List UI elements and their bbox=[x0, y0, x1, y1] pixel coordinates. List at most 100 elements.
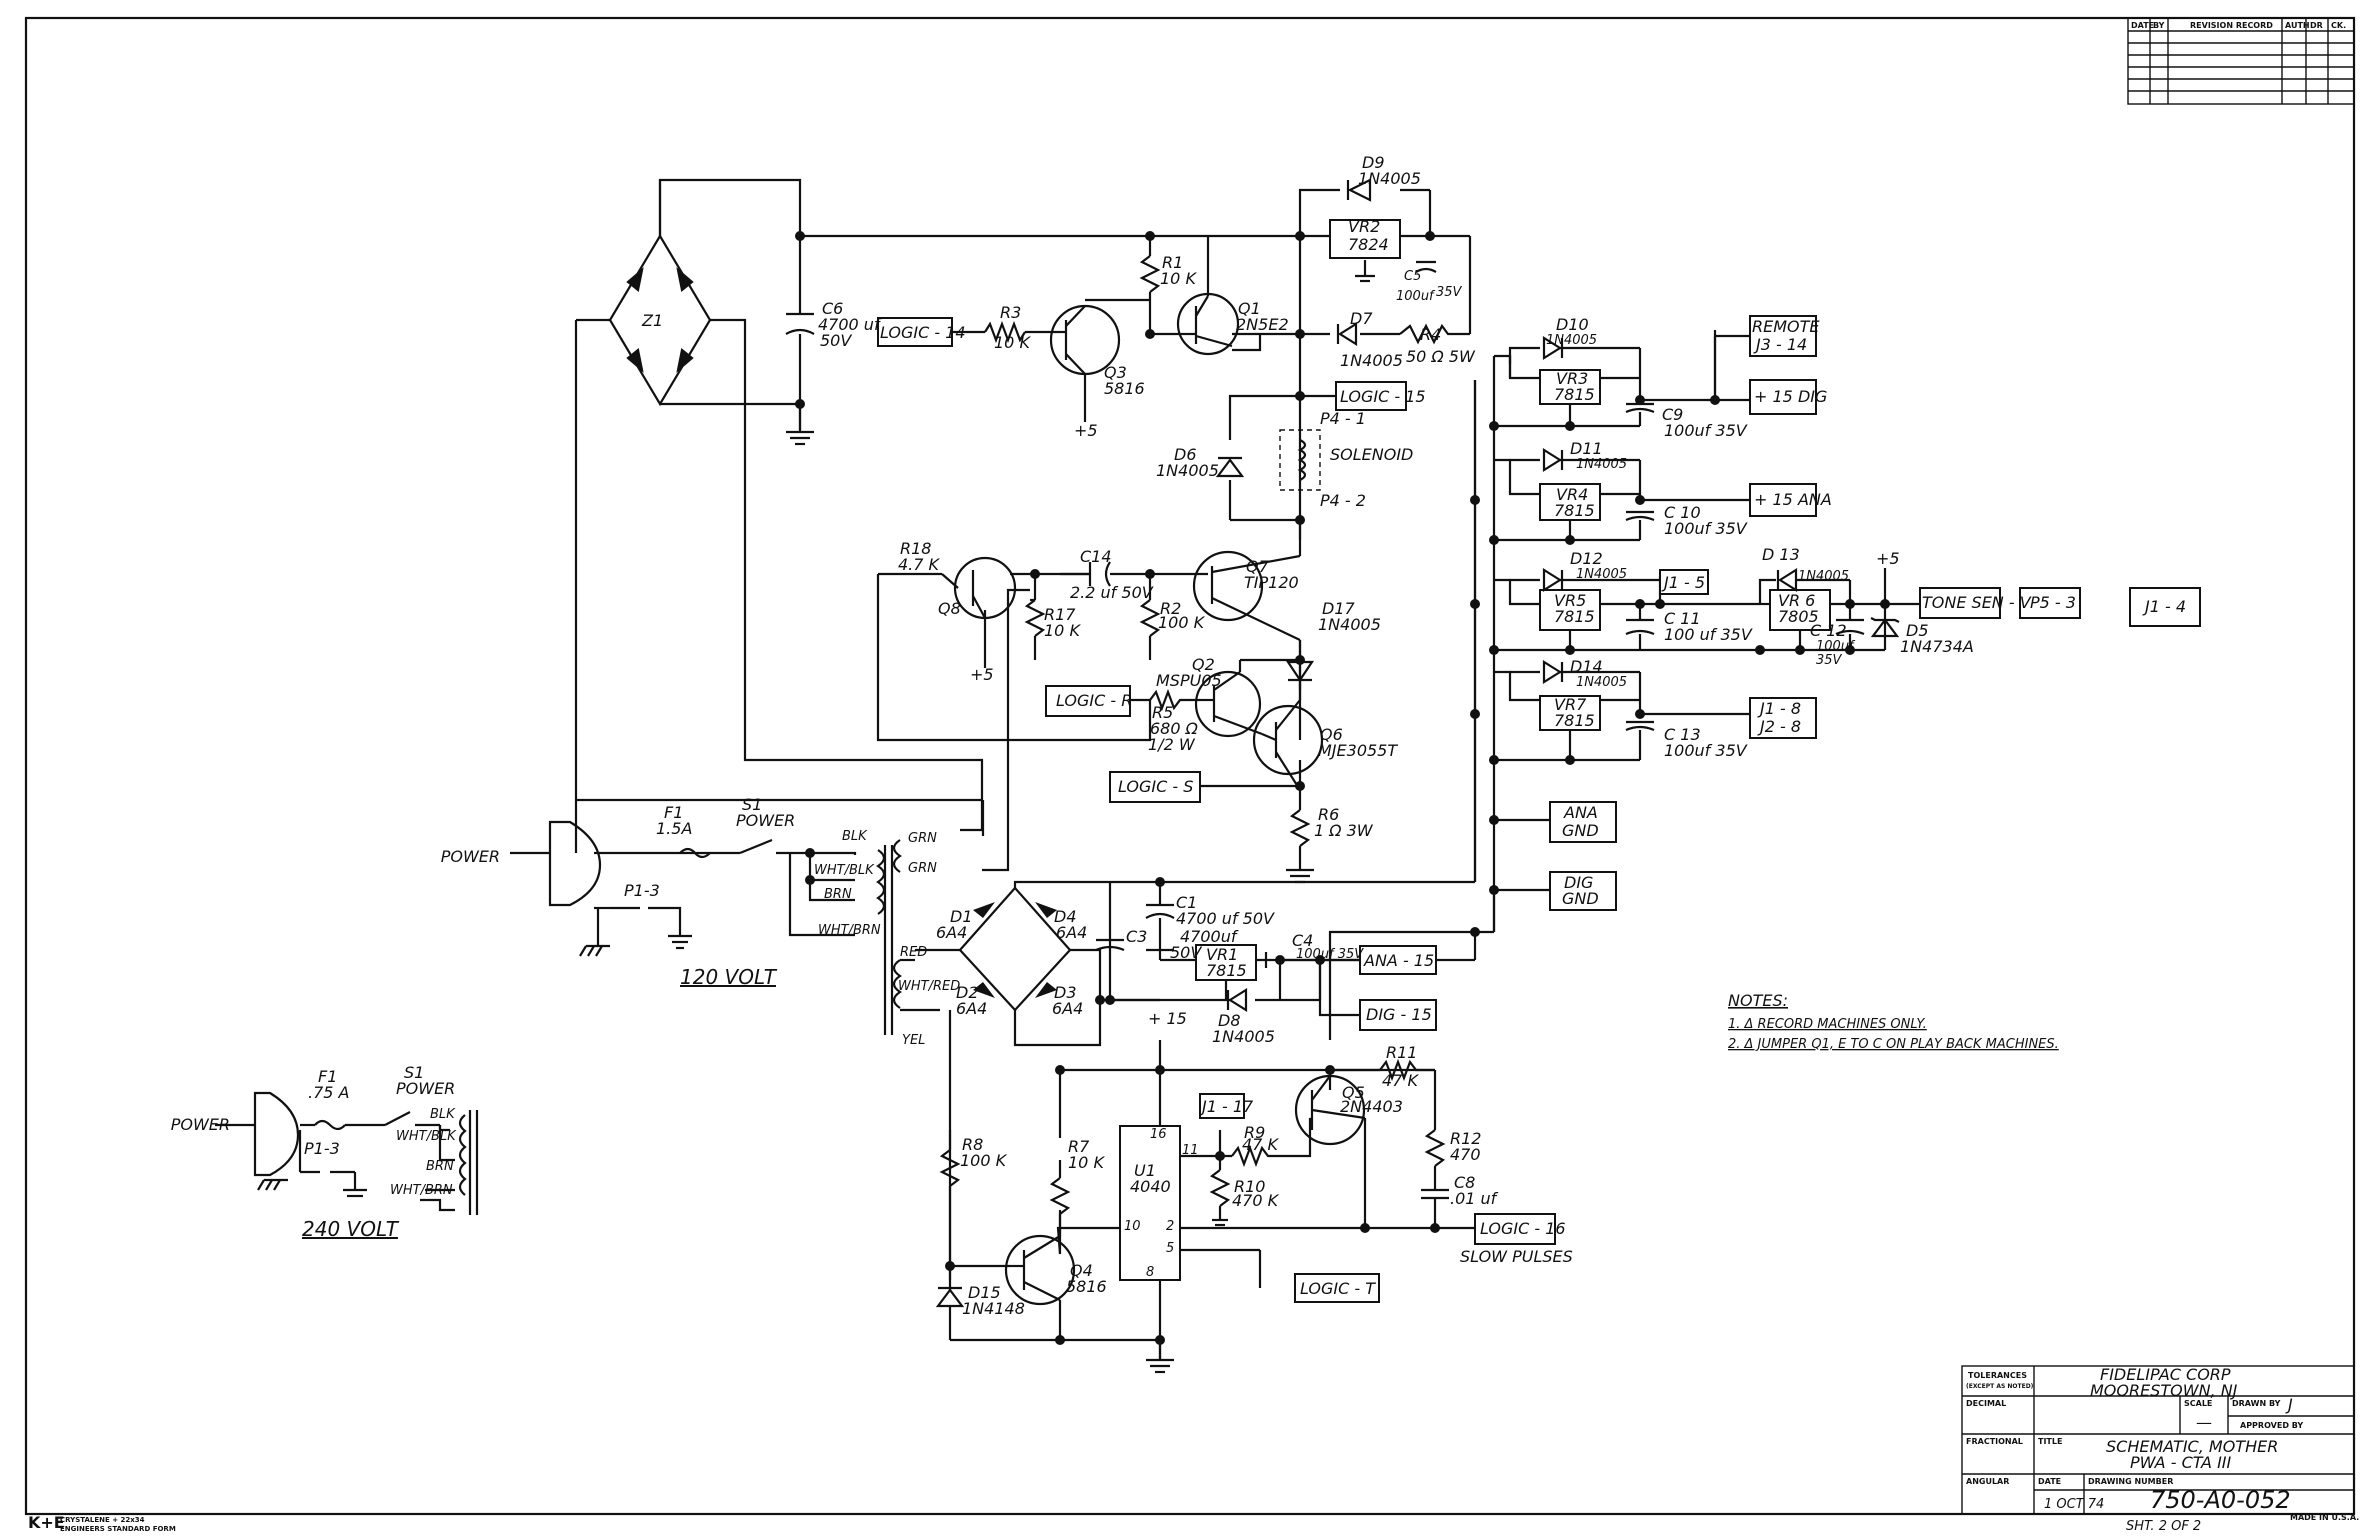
p4-2-label: P4 - 2 bbox=[1320, 491, 1366, 510]
drawn-by-label: DRAWN BY bbox=[2232, 1399, 2281, 1408]
tone-label: TONE SEN - V bbox=[1922, 593, 2032, 612]
s1-240-name: POWER bbox=[396, 1079, 455, 1098]
u1-pin5: 5 bbox=[1166, 1241, 1174, 1256]
vr6-value: 7805 bbox=[1778, 607, 1819, 626]
plug-240 bbox=[253, 1091, 300, 1177]
c1-label: C1 bbox=[1176, 893, 1197, 912]
approved-label: APPROVED BY bbox=[2240, 1421, 2303, 1430]
tolerances-label: TOLERANCES bbox=[1968, 1371, 2027, 1380]
d10-label: D10 bbox=[1556, 315, 1589, 334]
r3-label: R3 bbox=[1000, 303, 1021, 322]
q8-label: Q8 bbox=[938, 599, 961, 618]
plug-120 bbox=[548, 820, 602, 907]
j3-14-label: J3 - 14 bbox=[1753, 335, 1807, 354]
vr1-label: VR1 bbox=[1206, 945, 1238, 964]
c3-label: C3 bbox=[1126, 927, 1147, 946]
r5-label: R5 bbox=[1152, 703, 1173, 722]
d6-diode bbox=[1215, 458, 1245, 478]
d15-label: D15 bbox=[968, 1283, 1001, 1302]
vr3-label: VR3 bbox=[1556, 369, 1588, 388]
c9-value: 100uf 35V bbox=[1664, 421, 1748, 440]
r1-label: R1 bbox=[1162, 253, 1183, 272]
vr2-label: VR2 bbox=[1348, 217, 1380, 236]
company-city: MOORESTOWN, NJ bbox=[2090, 1381, 2238, 1400]
p5-3-label: P5 - 3 bbox=[2030, 593, 2076, 612]
z1-bridge bbox=[626, 267, 694, 373]
d9-value: 1N4005 bbox=[1358, 169, 1421, 188]
vr6-label: VR 6 bbox=[1778, 591, 1815, 610]
decimal-label: DECIMAL bbox=[1966, 1399, 2006, 1408]
vr3-value: 7815 bbox=[1554, 385, 1595, 404]
r11-label: R11 bbox=[1386, 1043, 1417, 1062]
wire-yel: YEL bbox=[902, 1033, 925, 1048]
c1-value: 4700 uf 50V bbox=[1176, 909, 1275, 928]
slow-pulses-label: SLOW PULSES bbox=[1460, 1247, 1573, 1266]
r12-value: 470 bbox=[1450, 1145, 1481, 1164]
c5-label: C5 bbox=[1404, 269, 1421, 284]
s1-240-label: S1 bbox=[404, 1063, 424, 1082]
d11-diode bbox=[1542, 448, 1563, 472]
u1-pin10: 10 bbox=[1124, 1219, 1141, 1234]
d8-diode bbox=[1227, 988, 1248, 1012]
notes-title: NOTES: bbox=[1728, 991, 1788, 1010]
d4-label: D4 bbox=[1054, 907, 1077, 926]
r5-watt: 1/2 W bbox=[1148, 735, 1196, 754]
title-value-2: PWA - CTA III bbox=[2130, 1453, 2232, 1472]
q7-label: Q7 bbox=[1246, 557, 1270, 576]
q2-label: Q2 bbox=[1192, 655, 1215, 674]
c3-voltage: 50V bbox=[1170, 943, 1202, 962]
r6-value: 1 Ω 3W bbox=[1314, 821, 1374, 840]
ke-line-1: CRYSTALENE + 22x34 bbox=[60, 1516, 145, 1524]
rev-by-header: BY bbox=[2153, 21, 2165, 30]
rev-dr-header: DR bbox=[2310, 21, 2323, 30]
notes: NOTES: 1. Δ RECORD MACHINES ONLY. 2. Δ J… bbox=[1728, 991, 2059, 1052]
d17-label: D17 bbox=[1322, 599, 1356, 618]
d13-label: D 13 bbox=[1762, 545, 1800, 564]
labels: LOGIC - 14 LOGIC - 15 LOGIC - R LOGIC - … bbox=[171, 153, 2186, 1318]
s1-120-label: S1 bbox=[742, 795, 762, 814]
logic15-label: LOGIC - 15 bbox=[1340, 387, 1426, 406]
u1-pin8: 8 bbox=[1146, 1265, 1154, 1280]
d2-label: D2 bbox=[956, 983, 979, 1002]
d12-label: D12 bbox=[1570, 549, 1603, 568]
dig-gnd-label-2: GND bbox=[1562, 889, 1599, 908]
d9-label: D9 bbox=[1362, 153, 1385, 172]
vr6-box bbox=[1769, 589, 1831, 631]
d7-value: 1N4005 bbox=[1340, 351, 1403, 370]
solenoid-coil bbox=[1279, 429, 1321, 491]
d14-diode bbox=[1542, 660, 1563, 684]
remote-label: REMOTE bbox=[1752, 317, 1820, 336]
p1-3-240-label: P1-3 bbox=[304, 1139, 340, 1158]
u1-pin16: 16 bbox=[1150, 1127, 1167, 1142]
vr4-label: VR4 bbox=[1556, 485, 1588, 504]
f1-120-label: F1 bbox=[664, 803, 683, 822]
wire-red: RED bbox=[900, 945, 927, 960]
title-block: TOLERANCES (EXCEPT AS NOTED) DECIMAL FRA… bbox=[28, 1365, 2359, 1534]
vr4-box bbox=[1539, 483, 1601, 521]
d10-value: 1N4005 bbox=[1546, 333, 1597, 348]
c9-label: C9 bbox=[1662, 405, 1683, 424]
wiring bbox=[215, 178, 2145, 1360]
d17-value: 1N4005 bbox=[1318, 615, 1381, 634]
c4-label: C4 bbox=[1292, 931, 1313, 950]
rev-ck-header: CK. bbox=[2331, 21, 2346, 30]
sheet-number: SHT. 2 OF 2 bbox=[2126, 1519, 2201, 1534]
plus5c-label: +5 bbox=[1876, 549, 1900, 568]
drawing-number-value: 750-A0-052 bbox=[2150, 1486, 2291, 1514]
d3-value: 6A4 bbox=[1052, 999, 1083, 1018]
s1-120-name: POWER bbox=[736, 811, 795, 830]
r1-value: 10 K bbox=[1160, 269, 1197, 288]
c11-label: C 11 bbox=[1664, 609, 1701, 628]
wire-grn-2: GRN bbox=[908, 861, 937, 876]
q4-label: Q4 bbox=[1070, 1261, 1093, 1280]
logic-t-label: LOGIC - T bbox=[1300, 1279, 1376, 1298]
r5-value: 680 Ω bbox=[1150, 719, 1199, 738]
d6-value: 1N4005 bbox=[1156, 461, 1219, 480]
d5-label: D5 bbox=[1906, 621, 1929, 640]
ana15-label: ANA - 15 bbox=[1363, 951, 1434, 970]
d13-diode bbox=[1777, 568, 1798, 592]
q6-transistor bbox=[1252, 704, 1324, 776]
z1-label: Z1 bbox=[641, 311, 663, 330]
d5-value: 1N4734A bbox=[1900, 637, 1974, 656]
